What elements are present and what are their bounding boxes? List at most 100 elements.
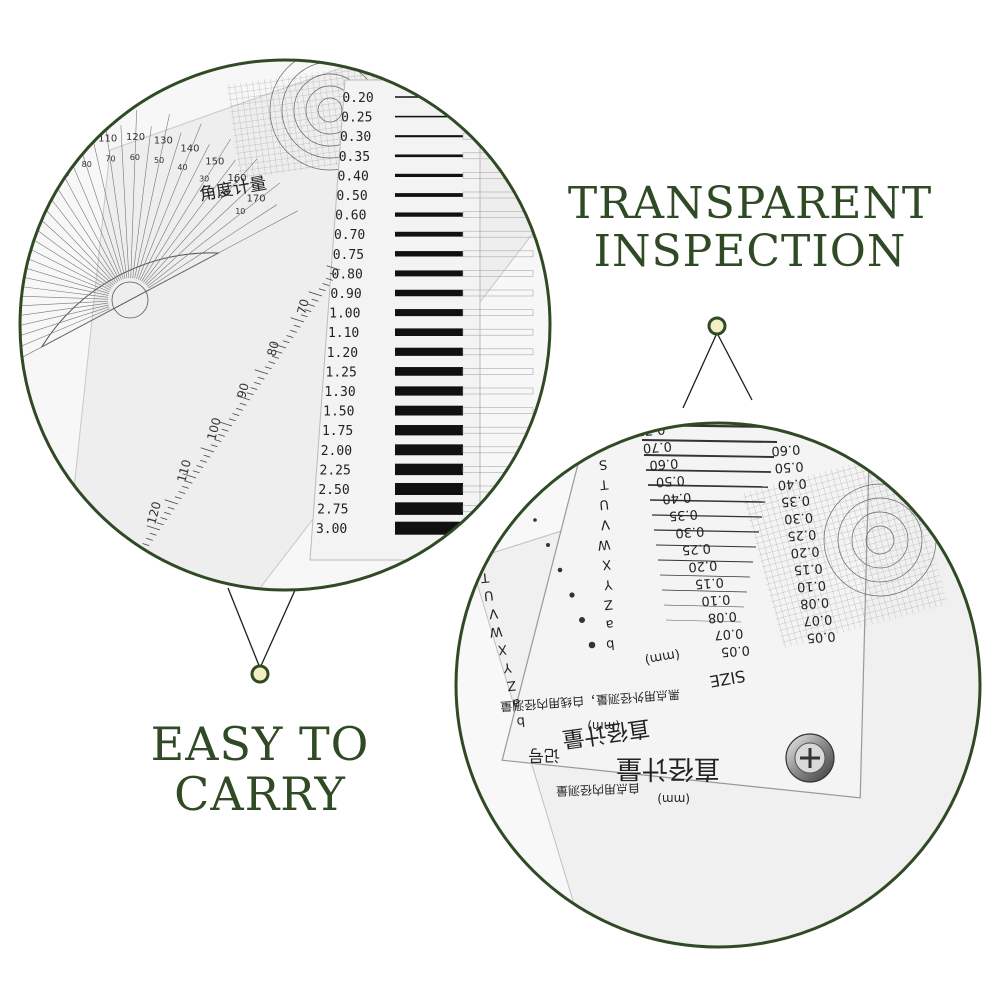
value-label: 0.08 <box>707 608 737 625</box>
thickness-bar <box>395 231 463 237</box>
caption-line: CARRY <box>174 766 346 821</box>
thickness-label: 1.00 <box>329 307 360 322</box>
protractor-label: 20 <box>219 189 229 198</box>
protractor-label: 10 <box>235 207 245 216</box>
thickness-bar <box>395 251 463 257</box>
svg-text:直径计量: 直径计量 <box>616 753 720 783</box>
thickness-label: 0.25 <box>341 111 372 126</box>
screw-icon <box>785 733 835 783</box>
size-letter: T <box>599 476 610 492</box>
value-label: 0.35 <box>780 492 810 509</box>
value-label: 0.50 <box>774 458 804 475</box>
protractor-label: 140 <box>0 264 1 273</box>
caption-easy-to-carry: EASY TO CARRY <box>125 719 395 821</box>
value-label: 0.30 <box>675 523 705 540</box>
size-letter: U <box>483 587 494 603</box>
value-label: 0.25 <box>681 540 711 557</box>
svg-text:(mm): (mm) <box>657 792 690 806</box>
protractor-label: 170 <box>247 193 266 204</box>
thickness-label: 0.75 <box>333 248 364 263</box>
size-letter: S <box>475 551 485 567</box>
thickness-label: 2.00 <box>321 444 352 459</box>
thickness-label: 3.00 <box>316 522 347 537</box>
ruler-ticks <box>120 265 341 578</box>
protractor-label: 30 <box>199 174 209 183</box>
svg-text:自点用内径测量: 自点用内径测量 <box>556 781 640 798</box>
protractor-label: 130 <box>0 241 8 250</box>
thickness-bar <box>395 405 463 416</box>
value-label: 0.07 <box>714 625 744 642</box>
value-label: 0.07 <box>803 611 833 628</box>
thickness-label: 1.50 <box>323 405 354 420</box>
thickness-label: 0.40 <box>338 169 369 184</box>
size-letter: V <box>488 605 499 621</box>
value-label: 0.40 <box>662 489 692 506</box>
protractor-label: 80 <box>82 160 92 169</box>
thickness-bar <box>395 425 463 436</box>
ruler-number: 120 <box>144 500 163 526</box>
thickness-label: 0.35 <box>339 150 370 165</box>
thickness-label: 2.75 <box>317 503 348 518</box>
size-letter: b <box>516 713 526 729</box>
thickness-bar <box>395 270 463 277</box>
value-label: 0.08 <box>800 594 830 611</box>
diameter-values-b: 0.600.500.400.350.300.250.200.150.100.08… <box>771 441 836 645</box>
protractor-label: 70 <box>5 185 18 196</box>
protractor-label: 60 <box>130 153 140 162</box>
protractor-label: 80 <box>25 166 38 177</box>
svg-text:(mm): (mm) <box>587 719 620 733</box>
size-letter: X <box>497 641 508 657</box>
value-label: 0.10 <box>796 577 826 594</box>
right-zoom-circle: 0.750.700.600.500.400.350.300.250.200.15… <box>454 421 982 949</box>
value-label: 0.35 <box>668 506 698 523</box>
size-letter: Z <box>506 677 517 693</box>
ruler-number: 90 <box>234 381 251 399</box>
thickness-label: 1.20 <box>327 346 358 361</box>
ruler-number: 110 <box>174 458 193 484</box>
caption-line: TRANSPARENT <box>567 178 933 229</box>
thickness-bar <box>395 212 463 217</box>
thickness-label: 0.30 <box>340 130 371 145</box>
thickness-bar <box>395 483 463 495</box>
ruler-number: 70 <box>294 297 311 315</box>
thickness-bar <box>395 386 463 396</box>
value-label: 0.70 <box>642 438 672 455</box>
thickness-bar <box>395 309 463 317</box>
thickness-scale: 0.200.250.300.350.400.500.600.700.750.80… <box>316 91 534 537</box>
value-label: 0.60 <box>771 441 801 458</box>
thickness-bar <box>395 444 463 456</box>
thickness-bar <box>395 115 463 118</box>
thickness-label: 1.10 <box>328 326 359 341</box>
protractor-label: 60 <box>0 207 1 218</box>
protractor-label: 170 <box>0 336 4 345</box>
protractor-label: 100 <box>36 183 51 192</box>
protractor-label: 120 <box>4 219 19 228</box>
value-label: 0.05 <box>720 642 750 659</box>
connector-dot-bottom <box>250 664 270 684</box>
size-letter: S <box>598 456 608 472</box>
protractor-label: 120 <box>126 132 145 143</box>
thickness-label: 0.70 <box>334 228 365 243</box>
value-label: 0.40 <box>777 475 807 492</box>
protractor-label: 180 <box>0 359 14 368</box>
measurement-dots <box>518 498 596 649</box>
thickness-bar <box>395 347 463 356</box>
size-letter: Y <box>503 659 514 675</box>
thickness-bar <box>395 502 463 515</box>
value-label: 0.20 <box>688 557 718 574</box>
thickness-label: 0.20 <box>342 91 373 106</box>
size-letter: b <box>605 636 615 652</box>
diameter-values-a: 0.750.700.600.500.400.350.300.250.200.15… <box>636 423 750 659</box>
thickness-bar <box>395 463 463 476</box>
value-label: 0.20 <box>790 543 820 560</box>
thickness-bar <box>395 173 463 177</box>
protractor-label: 150 <box>205 156 224 167</box>
size-letter: W <box>597 536 611 552</box>
thickness-label: 1.75 <box>322 424 353 439</box>
size-letter: U <box>599 496 610 512</box>
thickness-bar <box>395 96 463 98</box>
value-label: 0.50 <box>655 472 685 489</box>
thickness-label: 2.50 <box>318 483 349 498</box>
protractor-label: 70 <box>105 154 115 163</box>
